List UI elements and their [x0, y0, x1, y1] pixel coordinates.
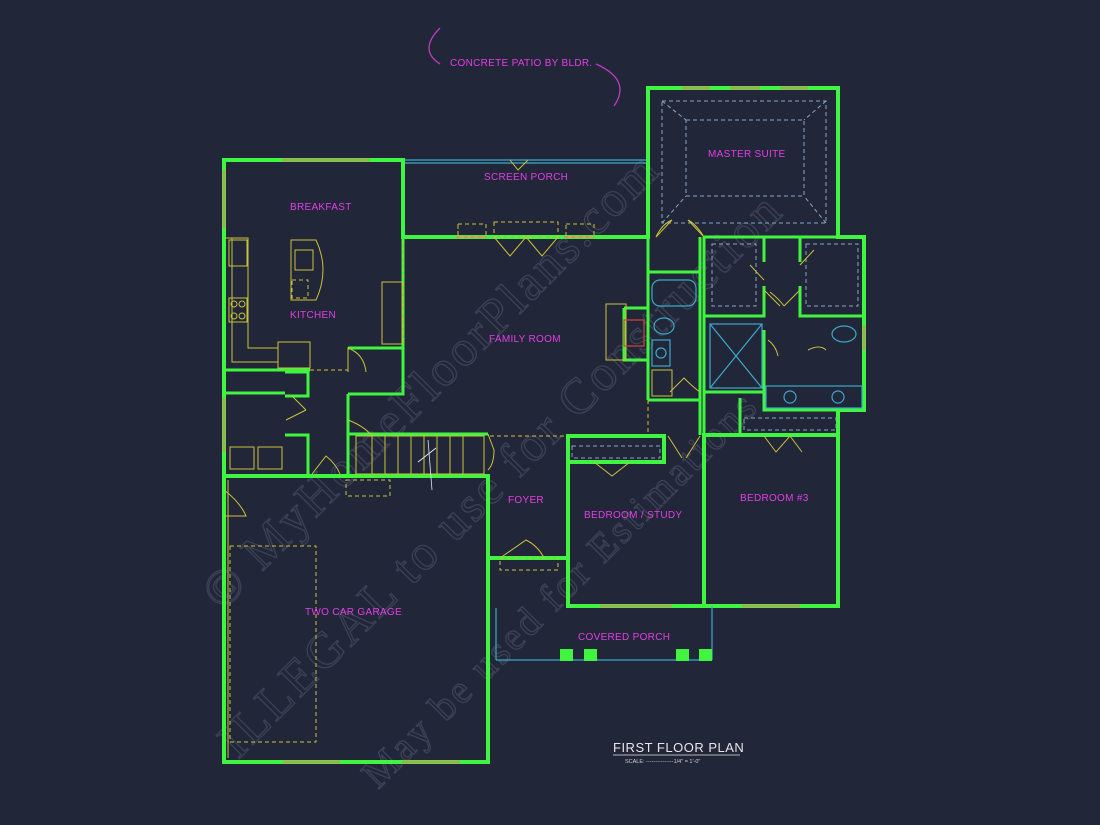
cased-openings [402, 240, 649, 437]
plan-title: FIRST FLOOR PLAN [613, 740, 744, 755]
room-labels: CONCRETE PATIO BY BLDR. SCREEN PORCH MAS… [290, 58, 809, 643]
fireplace [605, 303, 645, 361]
kitchen-sink [294, 249, 314, 271]
master-suite-label: MASTER SUITE [708, 149, 786, 160]
covered-porch-label: COVERED PORCH [578, 632, 670, 643]
foyer-label: FOYER [508, 495, 544, 506]
bedroom-study-label: BEDROOM / STUDY [584, 510, 682, 521]
kitchen-fixtures [226, 237, 403, 371]
porch-column-1 [560, 649, 573, 661]
two-car-garage-label: TWO CAR GARAGE [305, 607, 402, 618]
covered-porch [495, 606, 713, 661]
screen-porch-label: SCREEN PORCH [484, 172, 568, 183]
porch-column-4 [699, 649, 712, 661]
bedroom-3-label: BEDROOM #3 [740, 493, 809, 504]
kitchen-label: KITCHEN [290, 310, 336, 321]
stairs [355, 435, 485, 491]
family-room-label: FAMILY ROOM [489, 334, 561, 345]
master-bath-fixtures [571, 243, 863, 459]
hall-bath-fixtures [651, 279, 697, 397]
porch-column-3 [676, 649, 689, 661]
porch-column-2 [584, 649, 597, 661]
breakfast-label: BREAKFAST [290, 202, 352, 213]
patio-note-leaders [428, 27, 621, 107]
kitchen-island [290, 239, 324, 301]
doors [223, 219, 827, 571]
plan-scale: SCALE: ---------------1/4" = 1'-0" [625, 759, 700, 765]
title-block: FIRST FLOOR PLAN SCALE: ---------------1… [613, 740, 744, 765]
garage-parking-outline [229, 545, 317, 743]
laundry-fixtures [229, 446, 391, 497]
patio-note-label: CONCRETE PATIO BY BLDR. [450, 58, 592, 69]
screen-porch-outline [404, 159, 648, 171]
master-tray-ceiling [661, 100, 827, 224]
